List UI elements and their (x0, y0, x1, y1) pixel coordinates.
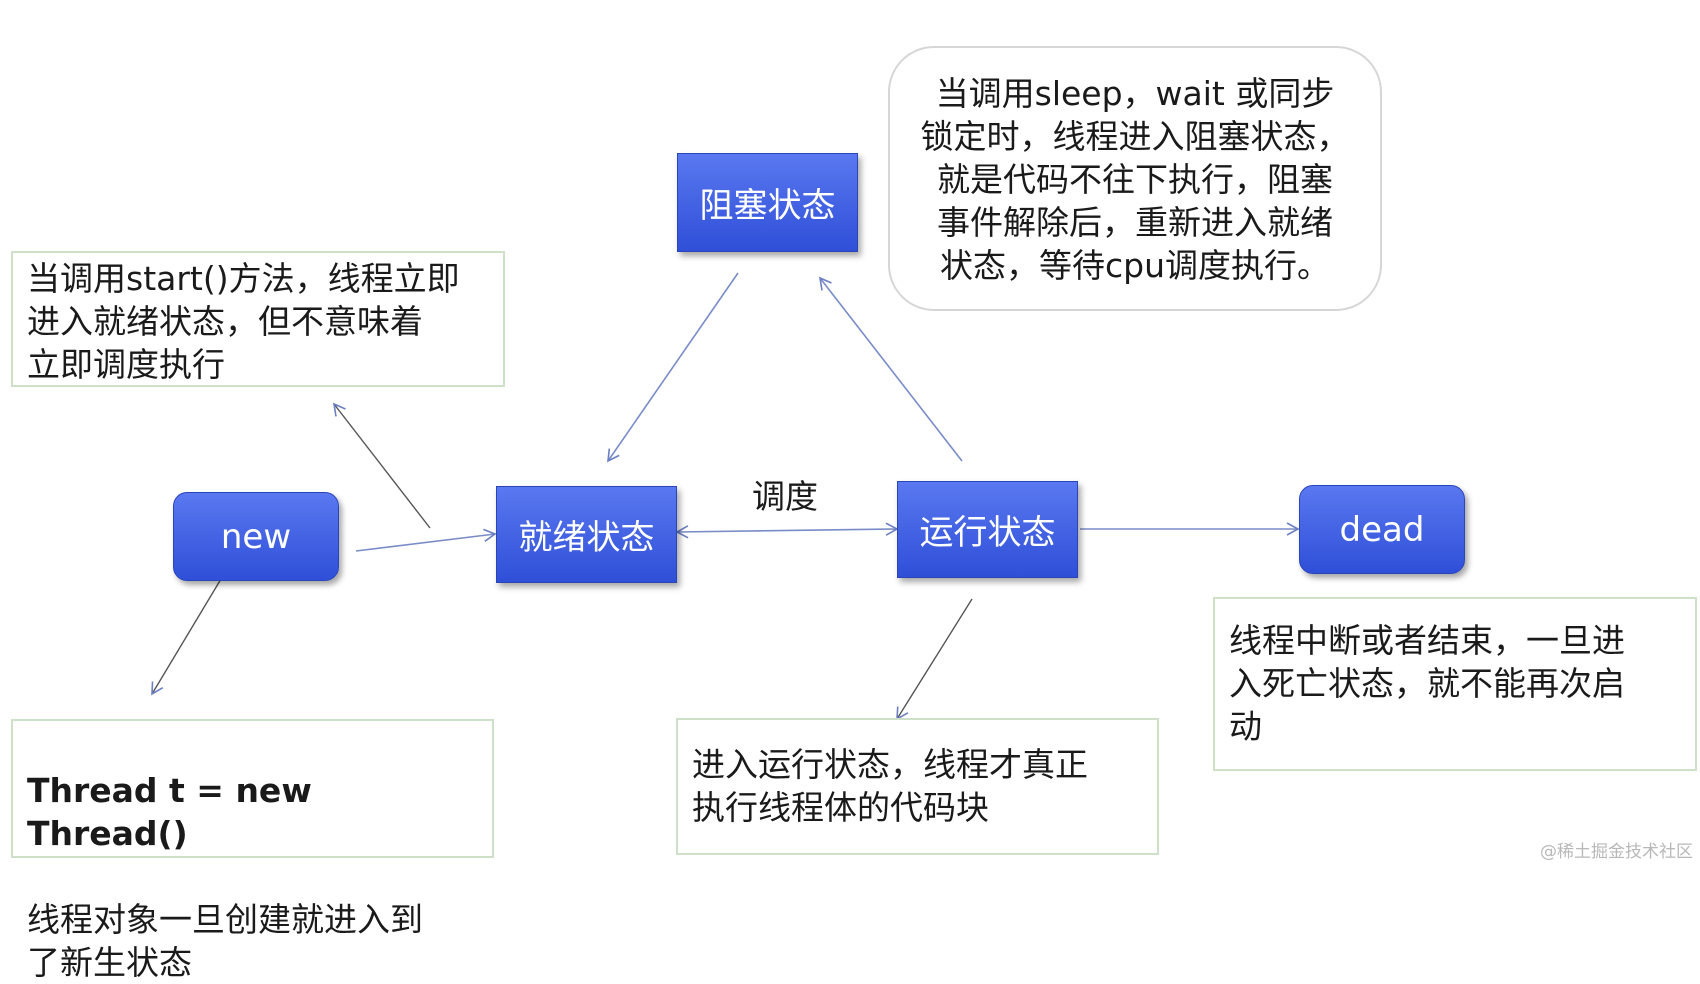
arrow-running-to-blocked (818, 276, 963, 462)
state-running: 运行状态 (897, 481, 1078, 578)
arrow-running-to-note (896, 598, 973, 721)
transition-arrows (151, 272, 1300, 721)
arrow-new-to-note (151, 573, 225, 696)
note-blocked: 当调用sleep，wait 或同步 锁定时，线程进入阻塞状态， 就是代码不往下执… (888, 46, 1382, 311)
state-new: new (173, 492, 339, 581)
note-new-desc: 线程对象一旦创建就进入到 了新生状态 (27, 900, 423, 982)
note-start: 当调用start()方法，线程立即 进入就绪状态，但不意味着 立即调度执行 (11, 251, 505, 387)
note-running: 进入运行状态，线程才真正 执行线程体的代码块 (676, 718, 1159, 855)
state-dead: dead (1299, 485, 1465, 574)
arrow-blocked-to-ready (607, 272, 739, 463)
watermark: @稀土掘金技术社区 (1540, 842, 1693, 862)
schedule-label: 调度 (752, 477, 818, 516)
state-runnable: 就绪状态 (496, 486, 677, 583)
arrow-ready-running (675, 522, 899, 539)
state-blocked: 阻塞状态 (677, 153, 858, 252)
arrow-to-start-note (332, 402, 431, 529)
arrow-new-to-ready (355, 528, 497, 552)
note-new: Thread t = new Thread() 线程对象一旦创建就进入到 了新生… (11, 719, 494, 982)
note-new-code: Thread t = new Thread() (27, 771, 312, 853)
note-dead: 线程中断或者结束，一旦进 入死亡状态，就不能再次启 动 (1213, 597, 1697, 771)
